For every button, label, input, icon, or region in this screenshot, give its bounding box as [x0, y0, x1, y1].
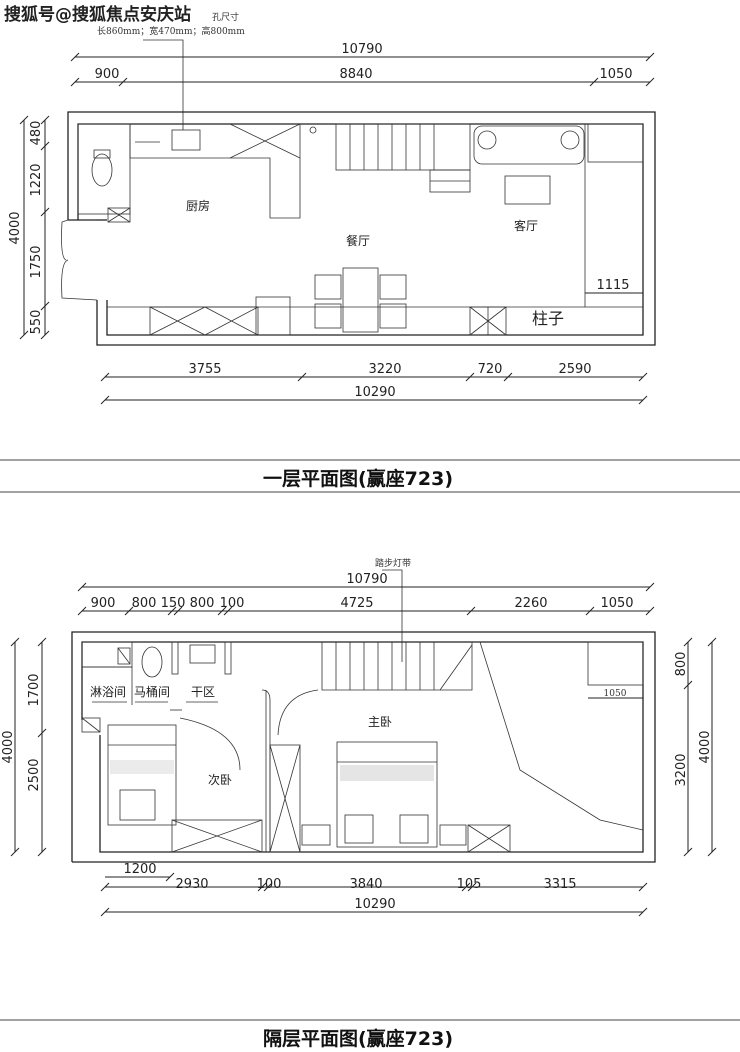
dim-label: 10290 — [354, 897, 395, 912]
dim-label: 105 — [457, 877, 482, 892]
label-pillar: 柱子 — [532, 309, 564, 328]
dim-label: 4000 — [8, 211, 23, 244]
dim-ticks — [70, 52, 655, 87]
nightstand — [439, 824, 467, 846]
plan1: 孔尺寸 长860mm；宽470mm；高800mm 10790 900 8840 … — [0, 11, 740, 493]
entry-door — [61, 219, 98, 301]
dim-label: 2500 — [27, 758, 42, 791]
dim-label: 4000 — [1, 730, 16, 763]
dim-label: 480 — [29, 121, 44, 146]
dim-label: 1750 — [29, 245, 44, 278]
coffee-table — [504, 175, 551, 205]
dim-label: 100 — [220, 596, 245, 611]
washbasin-icon — [189, 644, 216, 664]
dim-label: 550 — [29, 310, 44, 335]
bed-master-bedroom — [336, 741, 438, 848]
dim-label: 150 — [161, 596, 186, 611]
room-label-living: 客厅 — [514, 218, 538, 233]
staircase — [335, 123, 471, 193]
dim-label: 4000 — [698, 730, 713, 763]
wardrobe — [269, 744, 301, 853]
dim-label: 100 — [257, 877, 282, 892]
toilet-icon — [141, 646, 163, 678]
dim-label: 800 — [674, 652, 689, 677]
room-label-toilet: 马桶间 — [134, 684, 170, 699]
dim-label: 1200 — [123, 862, 156, 877]
sink-icon — [171, 129, 201, 151]
dim-label: 3200 — [674, 753, 689, 786]
inner-wall — [81, 641, 644, 853]
dim-total-top: 10790 — [341, 42, 382, 57]
room-label-kitchen: 厨房 — [186, 198, 210, 213]
room-label-shower: 淋浴间 — [90, 685, 126, 699]
dim-label: 900 — [95, 67, 120, 82]
dim-label: 800 — [132, 596, 157, 611]
dim-label: 4725 — [340, 596, 373, 611]
dim-label: 2590 — [558, 362, 591, 377]
dim-label: 1220 — [29, 163, 44, 196]
note-line1: 孔尺寸 — [212, 11, 239, 23]
nightstand — [301, 824, 331, 846]
annotation-step-light: 踏步灯带 — [375, 557, 411, 569]
dim-label: 2930 — [175, 877, 208, 892]
dim-label: 1050 — [599, 67, 632, 82]
dim-label: 3840 — [349, 877, 382, 892]
plan2: 踏步灯带 10790 900 800 150 800 100 4725 2260… — [0, 557, 740, 1050]
dim-label: 1050 — [604, 689, 627, 699]
outer-wall — [71, 631, 656, 863]
sofa — [473, 125, 585, 165]
watermark: 搜狐号@搜狐焦点安庆站 — [4, 4, 191, 25]
dim-label: 1115 — [596, 278, 629, 293]
dim-label: 3315 — [543, 877, 576, 892]
dim-label: 10790 — [346, 572, 387, 587]
inner-wall — [77, 123, 644, 336]
dim-label: 800 — [190, 596, 215, 611]
bathroom — [77, 123, 131, 215]
staircase — [321, 642, 473, 691]
dim-label: 3755 — [188, 362, 221, 377]
dim-label: 720 — [478, 362, 503, 377]
dining-table — [342, 267, 379, 333]
room-label-second-bedroom: 次卧 — [208, 773, 232, 787]
room-label-dry-area: 干区 — [191, 685, 215, 699]
note-line2: 长860mm；宽470mm；高800mm — [97, 25, 245, 37]
dim-label: 10290 — [354, 385, 395, 400]
dim-label: 3220 — [368, 362, 401, 377]
door-swing — [179, 717, 241, 771]
plan2-title: 隔层平面图(赢座723) — [263, 1027, 453, 1050]
plan1-title: 一层平面图(赢座723) — [263, 467, 453, 490]
room-label-dining: 餐厅 — [346, 233, 370, 248]
bed-second-bedroom — [107, 724, 177, 826]
outer-wall — [67, 111, 656, 346]
kitchen-counter — [129, 124, 301, 219]
dim-label: 1700 — [27, 673, 42, 706]
note-leader — [143, 39, 184, 130]
fridge — [255, 296, 291, 336]
dim-label: 8840 — [339, 67, 372, 82]
dim-label: 1050 — [600, 596, 633, 611]
room-label-master-bedroom: 主卧 — [368, 715, 392, 729]
dim-label: 2260 — [514, 596, 547, 611]
toilet-icon — [91, 153, 113, 187]
annotation-leader — [382, 569, 403, 662]
dim-label: 900 — [91, 596, 116, 611]
